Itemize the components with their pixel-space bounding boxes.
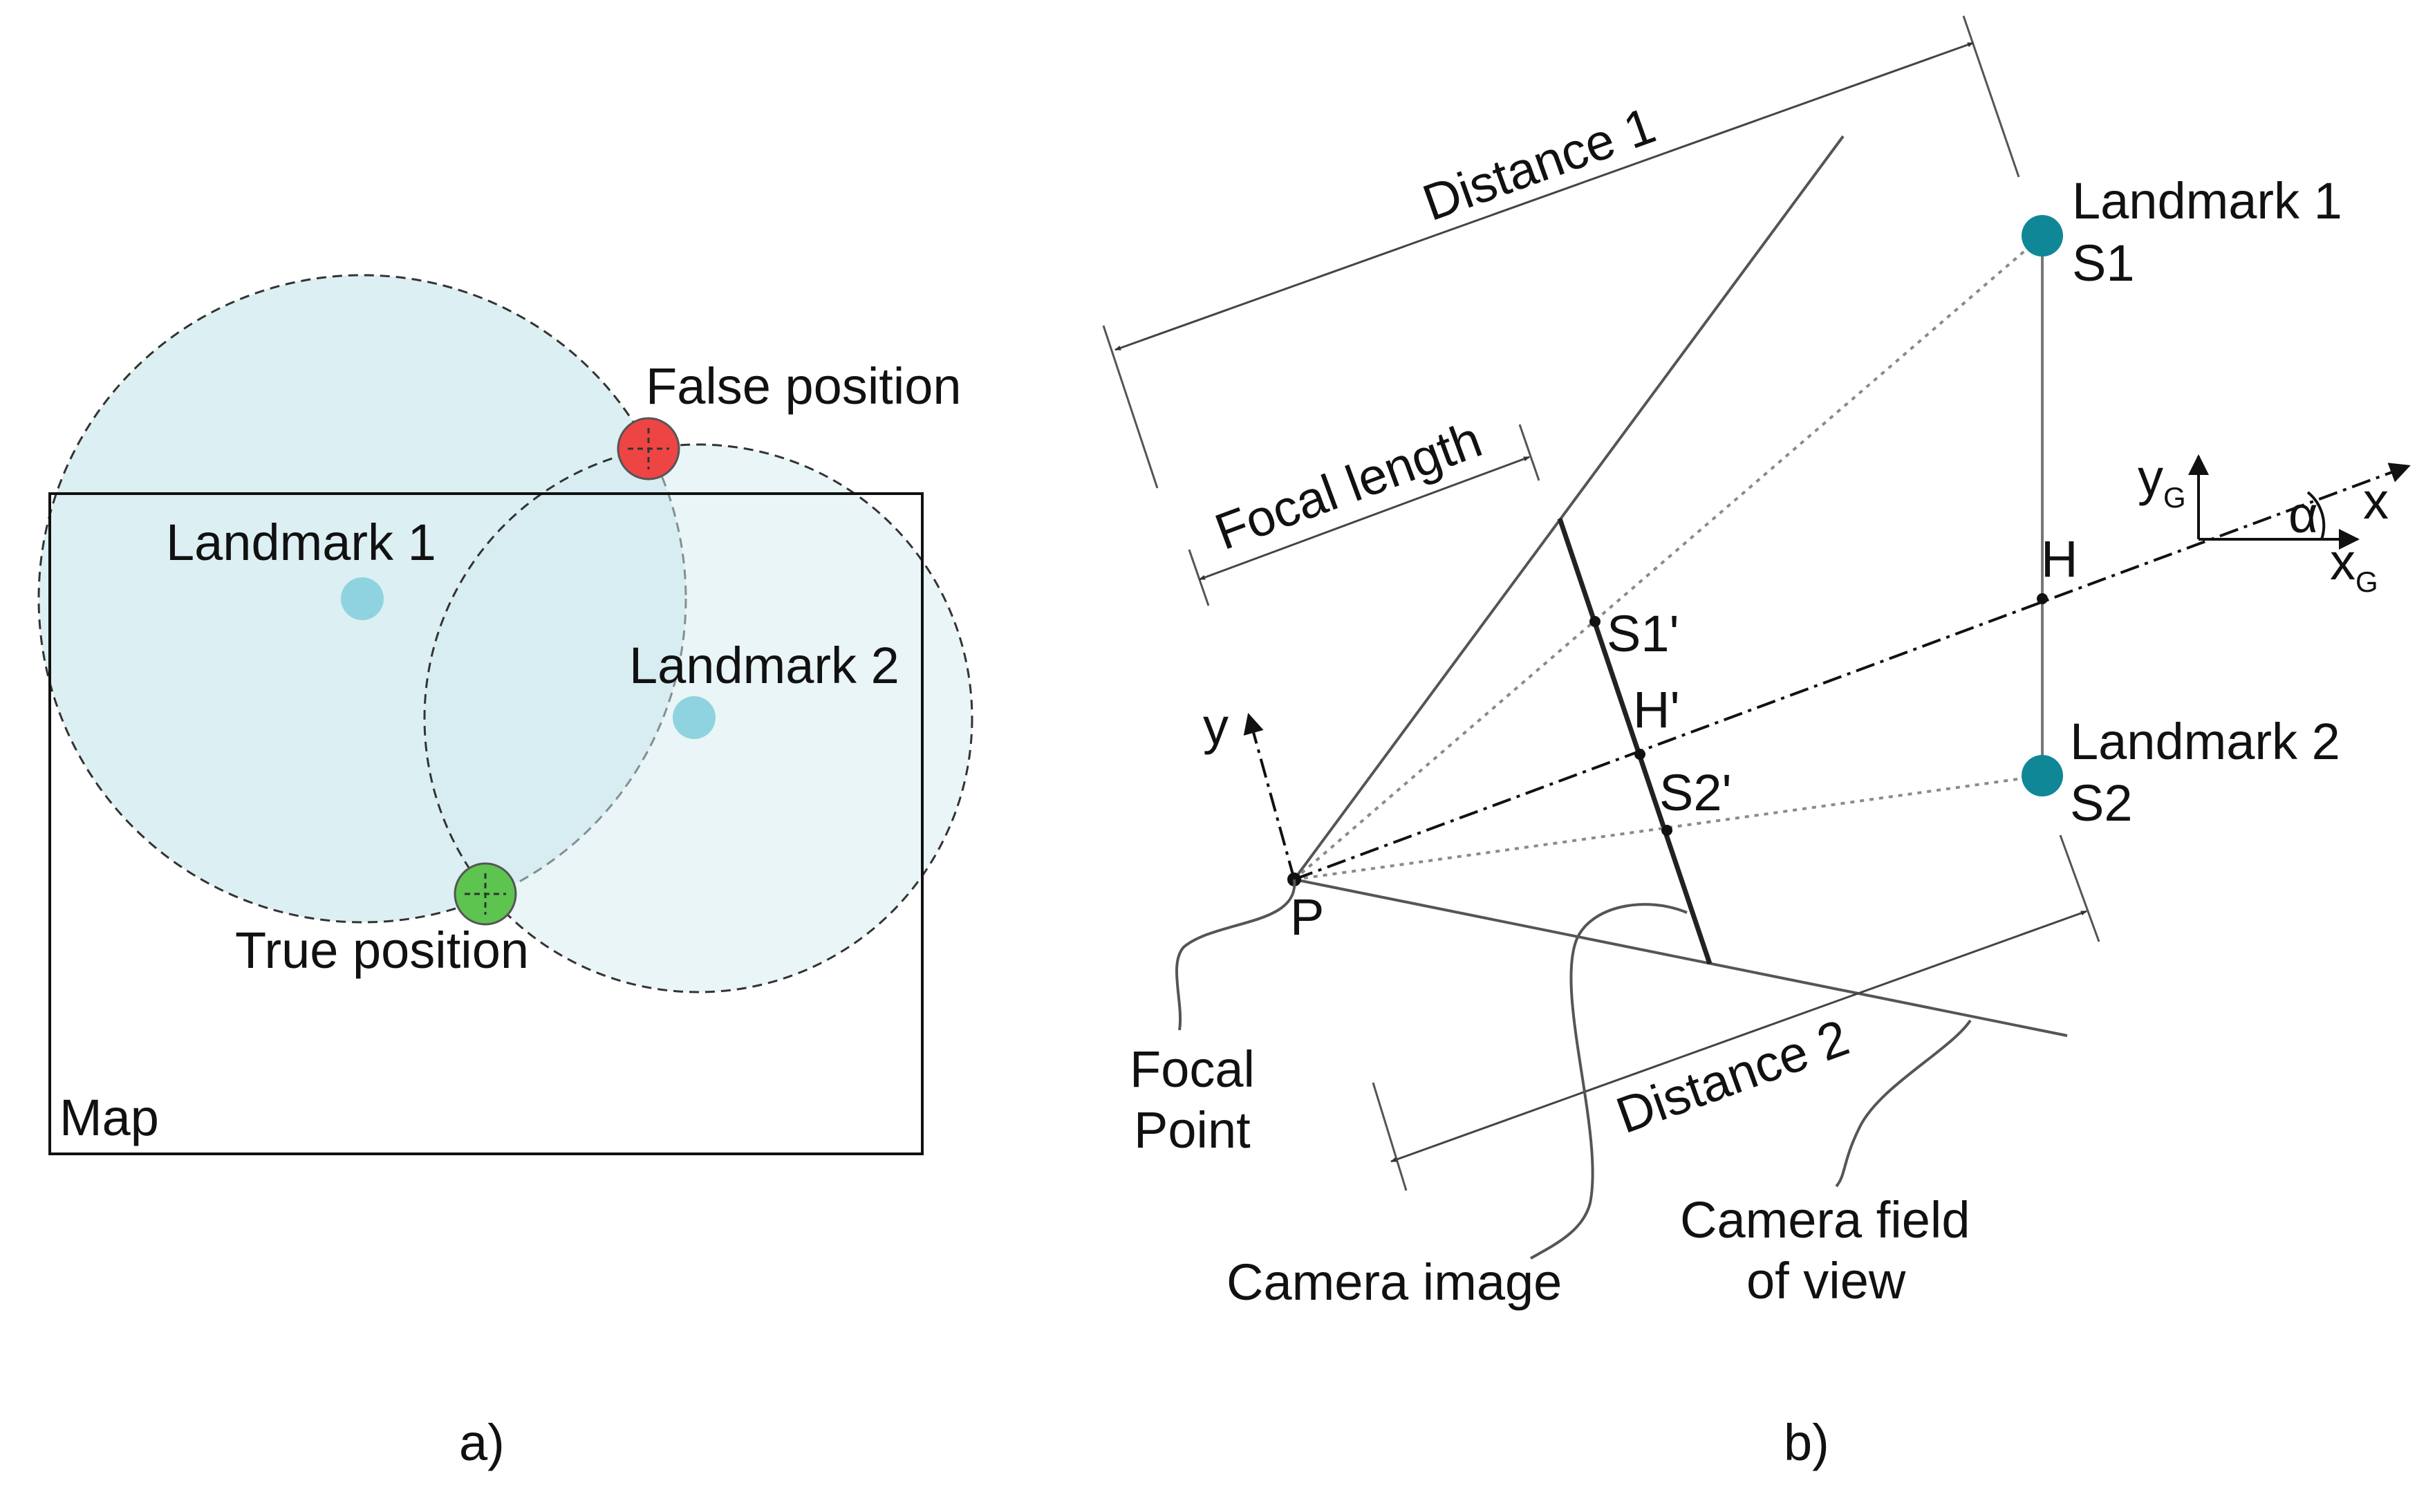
global-x-label: xG [2330,533,2378,598]
map-frame [48,492,924,1155]
global-y-sub: G [2163,481,2186,514]
landmark1-marker-b [2022,215,2063,256]
alpha-label: α [2288,486,2318,543]
landmark2-label-b: Landmark 2 [2070,713,2340,770]
landmark1-marker [341,577,384,620]
fov-upper-boundary [1293,135,1845,881]
fov-label-line2: of view [1746,1252,1906,1309]
s1-label: S1 [2072,234,2135,292]
camera-y-axis [1243,713,1296,880]
landmark2-marker [673,696,716,739]
fov-label-line1: Camera field [1680,1191,1970,1249]
distance1-label: Distance 1 [1415,96,1662,232]
focal-point-label-line1: Focal [1130,1040,1255,1098]
p-label: P [1290,888,1324,946]
s2-label: S2 [2070,774,2133,832]
s2-prime-point [1661,825,1672,836]
camera-image-label: Camera image [1226,1253,1562,1311]
distance2-label: Distance 2 [1609,1009,1856,1145]
caption-a: a) [459,1414,505,1471]
focal-length-dimension [1188,424,1540,606]
s2-prime-label: S2' [1659,764,1732,821]
focal-point-label-line2: Point [1134,1101,1251,1159]
camera-x-label: x [2363,472,2389,530]
true-position-label: True position [235,922,529,979]
fov-leader [1835,1019,1972,1188]
camera-image-plane [1557,517,1713,965]
landmark2-marker-b [2022,755,2063,796]
global-x-main: x [2330,533,2355,590]
distance1-dimension [1102,15,2020,489]
false-position-marker [617,417,680,480]
panel-a: Map Landmark 1 Landmark 2 False position… [37,274,973,1471]
s1-prime-point [1589,616,1601,627]
caption-b: b) [1784,1414,1829,1471]
camera-image-leader [1530,903,1688,1260]
h-label: H [2041,530,2078,588]
h-prime-label: H' [1633,681,1680,738]
global-frame [2188,454,2360,550]
panel-b: Distance 1 Focal length Distance 2 Landm… [1102,15,2411,1471]
distance2-dimension [1372,834,2100,1191]
global-y-label: yG [2138,449,2186,514]
focal-length-label: Focal length [1208,410,1489,561]
map-label: Map [59,1089,159,1146]
landmark1-label-a: Landmark 1 [166,514,436,571]
focal-point-leader [1175,879,1296,1031]
false-position-label: False position [646,357,962,415]
s1-prime-label: S1' [1607,605,1679,662]
camera-y-label: y [1203,698,1229,755]
global-y-main: y [2138,449,2163,506]
camera-x-axis [1294,463,2411,881]
landmark2-label-a: Landmark 2 [629,637,899,694]
global-x-sub: G [2355,566,2378,598]
h-prime-point [1634,749,1645,760]
landmark1-label-b: Landmark 1 [2072,172,2342,230]
h-point [2037,593,2048,604]
fov-lower-boundary [1294,878,2068,1037]
alpha-angle-arc [2306,491,2326,540]
true-position-marker [454,862,517,926]
